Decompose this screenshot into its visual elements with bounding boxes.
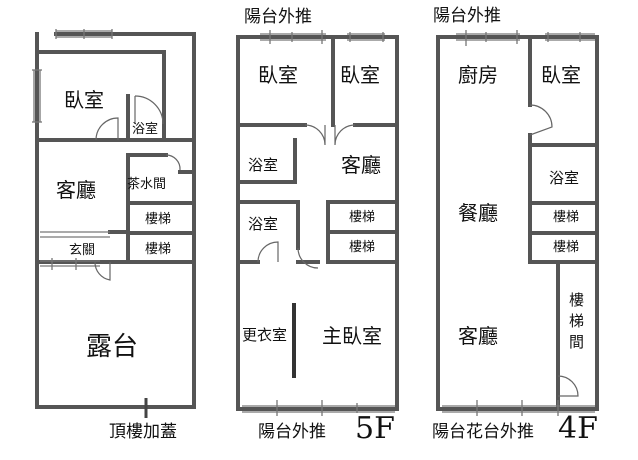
5f-bath-b-label: 浴室 [248,215,279,233]
5f-living-label: 客廳 [341,153,381,177]
5f-master-bedroom-label: 主臥室 [322,324,382,348]
5f-plan-walls [236,35,399,411]
5f-bedroom-b-label: 臥室 [340,63,380,87]
5f-closet-label: 更衣室 [242,326,288,344]
roof-foyer-label: 玄關 [69,243,96,258]
roof-living-label: 客廳 [56,178,96,202]
4f-kitchen-label: 廚房 [458,63,498,87]
door-swings [94,95,579,397]
5f-floor-label: 5F [355,411,395,446]
4f-bedroom-label: 臥室 [541,63,581,87]
4f-top-label: 陽台外推 [433,6,501,26]
roof-stairs-2-label: 樓梯 [145,242,172,257]
4f-living-label: 客廳 [458,324,498,348]
5f-top-label: 陽台外推 [244,7,312,27]
4f-stairwell-label: 樓梯間 [567,292,585,355]
5f-stairs-1-label: 樓梯 [349,210,376,225]
roof-bath-label: 浴室 [132,122,159,137]
5f-stairs-2-label: 樓梯 [349,240,376,255]
roof-tea-room-label: 茶水間 [127,177,167,192]
4f-dining-label: 餐廳 [458,201,498,225]
roof-caption: 頂樓加蓋 [109,422,177,442]
4f-stairs-1-label: 樓梯 [553,210,580,225]
window-marks [32,29,595,418]
4f-caption: 陽台花台外推 [432,422,534,442]
5f-bath-a-label: 浴室 [248,156,279,174]
4f-bath-label: 浴室 [549,169,580,187]
roof-stairs-1-label: 樓梯 [145,212,172,227]
roof-plan-walls [35,32,196,409]
4f-stairs-2-label: 樓梯 [553,240,580,255]
5f-caption: 陽台外推 [258,422,326,442]
5f-bedroom-a-label: 臥室 [258,63,298,87]
roof-bedroom-label: 臥室 [64,88,104,112]
roof-terrace-label: 露台 [86,332,139,362]
4f-floor-label: 4F [558,411,598,446]
